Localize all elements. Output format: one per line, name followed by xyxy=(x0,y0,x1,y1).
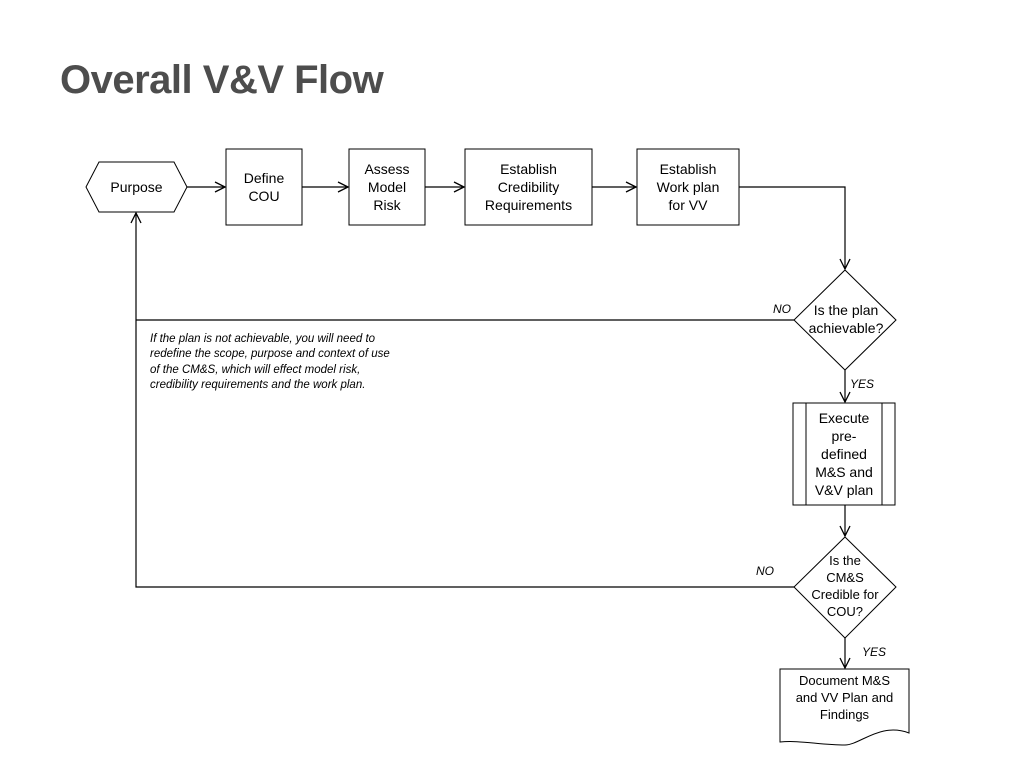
purpose-label: Purpose xyxy=(110,178,163,195)
work-plan-label: Establish Work plan for VV xyxy=(656,160,720,214)
no-label-plan: NO xyxy=(773,302,791,316)
credibility-requirements-label: Establish Credibility Requirements xyxy=(484,160,573,214)
execute-process-box xyxy=(792,402,896,506)
execute-label: Execute pre- defined M&S and V&V plan xyxy=(814,409,874,499)
connector-no-loop-2 xyxy=(136,213,794,588)
credible-label: Is the CM&S Credible for COU? xyxy=(811,553,879,619)
work-plan-box xyxy=(636,148,740,226)
annotation-note: If the plan is not achievable, you will … xyxy=(150,333,390,391)
credibility-requirements-box xyxy=(464,148,593,226)
page-title: Overall V&V Flow xyxy=(60,58,384,102)
define-cou-box xyxy=(225,148,303,226)
plan-achievable-label: Is the plan achievable? xyxy=(808,301,884,336)
document-shape xyxy=(779,668,910,746)
assess-risk-label: Assess Model Risk xyxy=(364,160,410,214)
no-label-credible: NO xyxy=(756,564,774,578)
yes-label-plan: YES xyxy=(850,377,875,391)
define-cou-label: Define COU xyxy=(243,169,285,204)
document-label: Document M&S and VV Plan and Findings xyxy=(795,673,894,722)
yes-label-credible: YES xyxy=(862,645,887,659)
connector-workplan-decision xyxy=(739,186,845,269)
